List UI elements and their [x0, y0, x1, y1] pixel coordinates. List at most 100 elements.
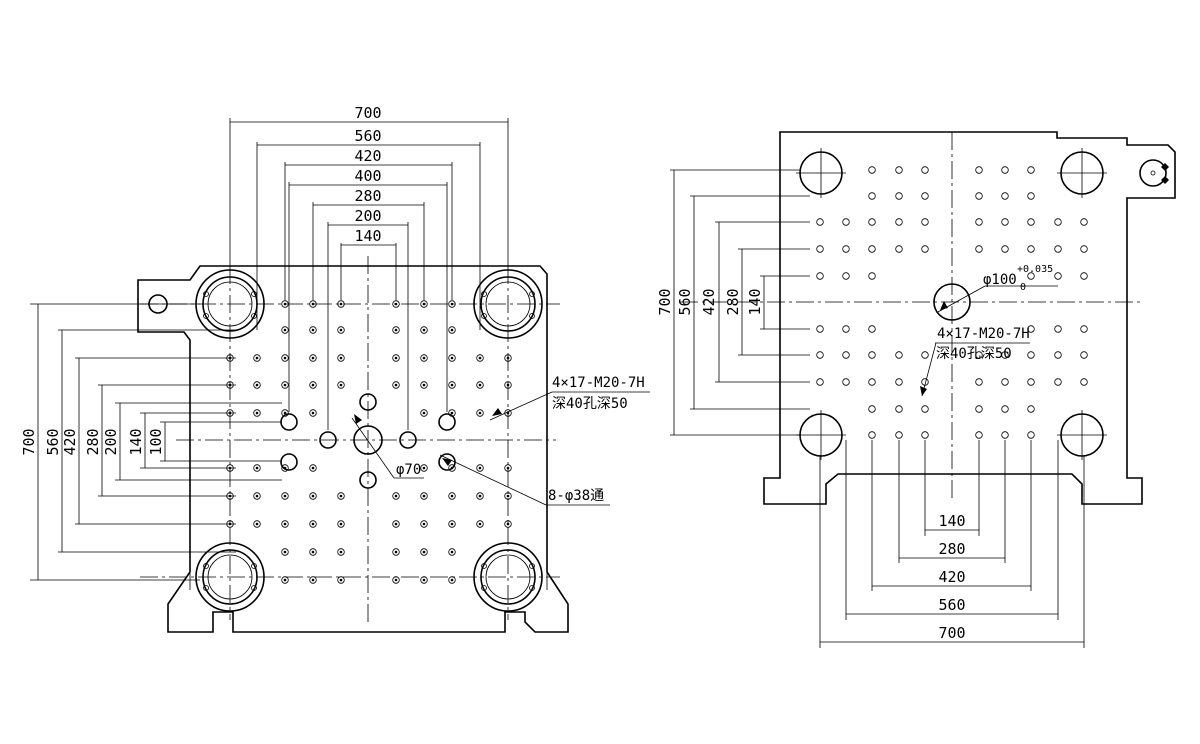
tapped-hole-center [394, 578, 398, 582]
tapped-hole-center [283, 550, 287, 554]
dim-280: 280 [354, 187, 381, 205]
tapped-hole [448, 300, 456, 308]
dim-h-140: 140 [938, 512, 965, 530]
tapped-hole [420, 576, 428, 584]
callout-through-holes: 8-φ38通 [548, 488, 604, 504]
tapped-hole [895, 431, 903, 439]
tapped-hole [975, 431, 983, 439]
tapped-hole-center [450, 466, 454, 470]
tapped-hole [253, 354, 261, 362]
tapped-hole [921, 431, 929, 439]
tapped-hole [504, 492, 512, 500]
tapped-hole [975, 166, 983, 174]
tapped-hole-center [311, 411, 315, 415]
tapped-hole-center [283, 328, 287, 332]
tapped-hole-center [450, 383, 454, 387]
tapped-hole [281, 464, 289, 472]
tapped-hole-center [394, 356, 398, 360]
tapped-hole-center [311, 356, 315, 360]
tapped-hole [868, 351, 876, 359]
dim-v-700: 700 [20, 428, 38, 455]
tapped-hole [1054, 218, 1062, 226]
tapped-hole-center [255, 494, 259, 498]
tapped-hole-center [339, 356, 343, 360]
tapped-hole-center [450, 494, 454, 498]
tapped-hole [921, 192, 929, 200]
tapped-hole [253, 464, 261, 472]
tapped-hole [1080, 218, 1088, 226]
tapped-hole [281, 520, 289, 528]
tapped-hole [868, 218, 876, 226]
tapped-hole [392, 381, 400, 389]
tapped-hole [921, 245, 929, 253]
tapped-hole [420, 326, 428, 334]
tapped-hole-center [339, 494, 343, 498]
tapped-hole [1027, 245, 1035, 253]
tapped-hole-center [283, 356, 287, 360]
tapped-hole [816, 218, 824, 226]
dim-v-100: 100 [147, 428, 165, 455]
tapped-hole [868, 431, 876, 439]
tapped-hole [1080, 245, 1088, 253]
left-view: 700 560 420 400 280 200 140 700 560 [20, 104, 650, 633]
tapped-hole [1027, 431, 1035, 439]
tapped-hole [392, 354, 400, 362]
tapped-hole [392, 520, 400, 528]
tapped-hole-center [394, 522, 398, 526]
tapped-hole [816, 351, 824, 359]
tapped-hole [816, 378, 824, 386]
dim-v-140: 140 [127, 428, 145, 455]
tapped-hole-center [311, 494, 315, 498]
dim-h-700: 700 [938, 624, 965, 642]
tapped-hole [895, 218, 903, 226]
tapped-hole [1054, 272, 1062, 280]
tapped-hole [253, 409, 261, 417]
dim-v-200: 200 [102, 428, 120, 455]
tapped-hole [816, 325, 824, 333]
tapped-hole [975, 351, 983, 359]
tapped-hole [476, 354, 484, 362]
tapped-hole-center [339, 550, 343, 554]
tapped-hole-center [339, 383, 343, 387]
tapped-hole [975, 405, 983, 413]
tapped-hole [868, 378, 876, 386]
tapped-hole-center [422, 550, 426, 554]
tapped-hole-center [450, 411, 454, 415]
tapped-hole-center [339, 302, 343, 306]
tapped-hole [921, 218, 929, 226]
tapped-hole [309, 354, 317, 362]
tapped-hole [420, 464, 428, 472]
tapped-hole [1001, 166, 1009, 174]
tapped-hole [842, 378, 850, 386]
tapped-hole [975, 245, 983, 253]
tapped-hole-center [506, 466, 510, 470]
tapped-hole [1054, 378, 1062, 386]
dim-560: 560 [354, 127, 381, 145]
tapped-hole-center [450, 328, 454, 332]
tapped-hole-center [394, 328, 398, 332]
tapped-hole-center [422, 466, 426, 470]
tapped-hole [448, 548, 456, 556]
tapped-hole-center [394, 302, 398, 306]
tapped-hole [392, 548, 400, 556]
tapped-hole-center [311, 522, 315, 526]
tapped-hole [337, 520, 345, 528]
dim-420: 420 [354, 147, 381, 165]
tapped-hole [337, 381, 345, 389]
tapped-hole [309, 326, 317, 334]
callout-tapped-holes: 4×17-M20-7H [937, 326, 1030, 342]
tapped-hole-center [422, 383, 426, 387]
tapped-hole-center [283, 578, 287, 582]
tapped-hole-center [422, 328, 426, 332]
tapped-hole [281, 300, 289, 308]
tapped-hole-center [450, 550, 454, 554]
tapped-hole [309, 300, 317, 308]
tapped-hole [420, 300, 428, 308]
tapped-hole [1027, 325, 1035, 333]
tapped-hole [842, 351, 850, 359]
tapped-hole [1027, 378, 1035, 386]
tapped-hole [253, 381, 261, 389]
right-platen-outline [763, 131, 1176, 505]
dim-400: 400 [354, 167, 381, 185]
